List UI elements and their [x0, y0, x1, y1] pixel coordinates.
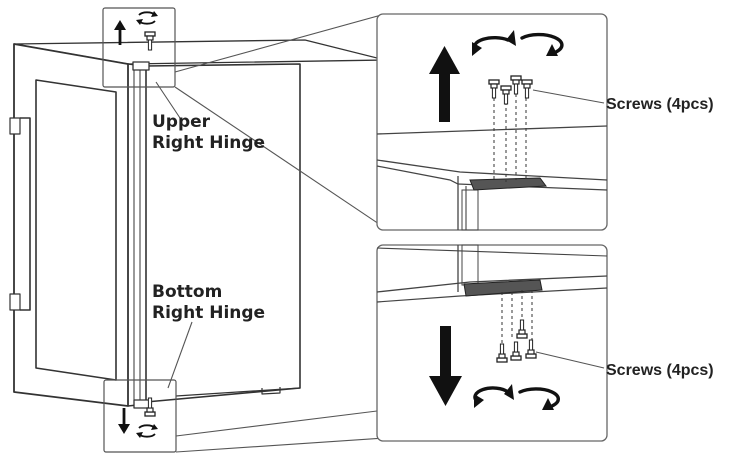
bottom-hinge-label: Bottom Right Hinge	[152, 282, 265, 324]
upper-hinge-callout-box	[102, 7, 176, 88]
upper-hinge-detail-panel	[376, 13, 608, 231]
arrow-up-icon	[429, 46, 460, 122]
bottom-hinge-label-line1: Bottom	[152, 282, 223, 302]
bottom-hinge-callout-box	[103, 379, 177, 453]
upper-hinge-label-line1: Upper	[152, 112, 211, 132]
bottom-hinge-detail-panel	[376, 244, 608, 442]
refrigerator-illustration	[9, 39, 386, 409]
bottom-hinge-label-line2: Right Hinge	[152, 303, 266, 323]
screws-top-label: Screws (4pcs)	[606, 96, 714, 113]
upper-hinge-label: Upper Right Hinge	[152, 112, 265, 154]
arrow-down-icon	[429, 326, 462, 406]
screws-bottom-label: Screws (4pcs)	[606, 362, 714, 379]
upper-hinge-label-line2: Right Hinge	[152, 133, 266, 153]
callout-connectors	[155, 13, 386, 453]
